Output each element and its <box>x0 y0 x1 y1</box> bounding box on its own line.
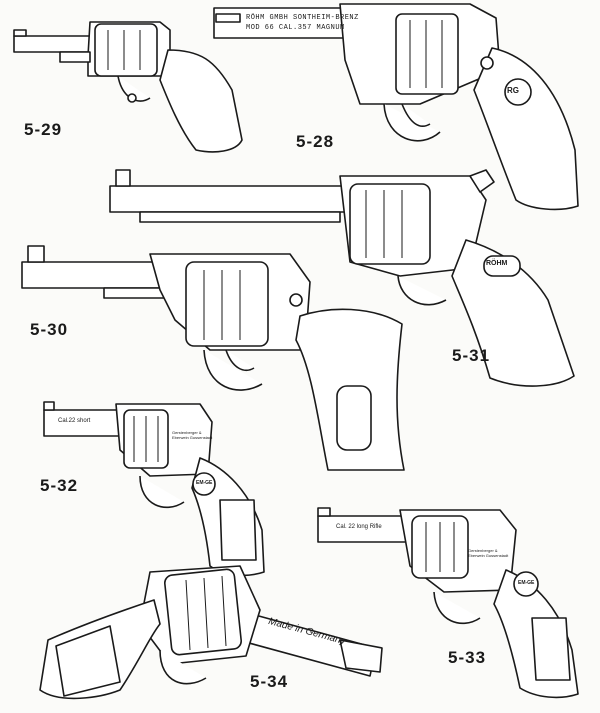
engraving-5-28-line1: RÖHM GMBH SONTHEIM-BRENZ <box>246 14 359 22</box>
engraving-5-33-maker: Gerstenberger & Eberwein Gussenstadt <box>468 548 509 558</box>
engraving-5-28-line2: MOD 66 CAL.357 MAGNUM <box>246 24 345 32</box>
revolver-5-34 <box>39 565 383 700</box>
engraving-5-33-caliber: Cal. 22 long Rifle <box>336 524 382 530</box>
grip-logo-5-32: EM-GE <box>196 480 213 486</box>
revolver-5-29 <box>13 21 243 153</box>
grip-logo-5-33: EM-GE <box>518 580 535 586</box>
figure-label-5-32: 5-32 <box>40 476 79 495</box>
engraving-5-32-maker: Gerstenberger & Eberwein Gussenstadt <box>172 430 213 440</box>
figure-label-5-33: 5-33 <box>448 648 487 667</box>
figure-label-5-30: 5-30 <box>30 320 69 339</box>
figure-label-5-28: 5-28 <box>296 132 335 151</box>
revolver-5-28 <box>213 3 579 211</box>
revolver-5-32 <box>43 401 265 577</box>
revolver-5-30 <box>21 245 405 471</box>
grip-logo-5-28: RG <box>507 86 519 95</box>
revolver-5-31 <box>109 169 575 387</box>
grip-logo-5-31: RÖHM <box>486 260 508 267</box>
figure-label-5-31: 5-31 <box>452 346 491 365</box>
figure-label-5-34: 5-34 <box>250 672 289 691</box>
engraving-5-32-caliber: Cal.22 short <box>58 418 91 424</box>
figure-label-5-29: 5-29 <box>24 120 63 139</box>
revolver-5-33 <box>317 507 579 699</box>
